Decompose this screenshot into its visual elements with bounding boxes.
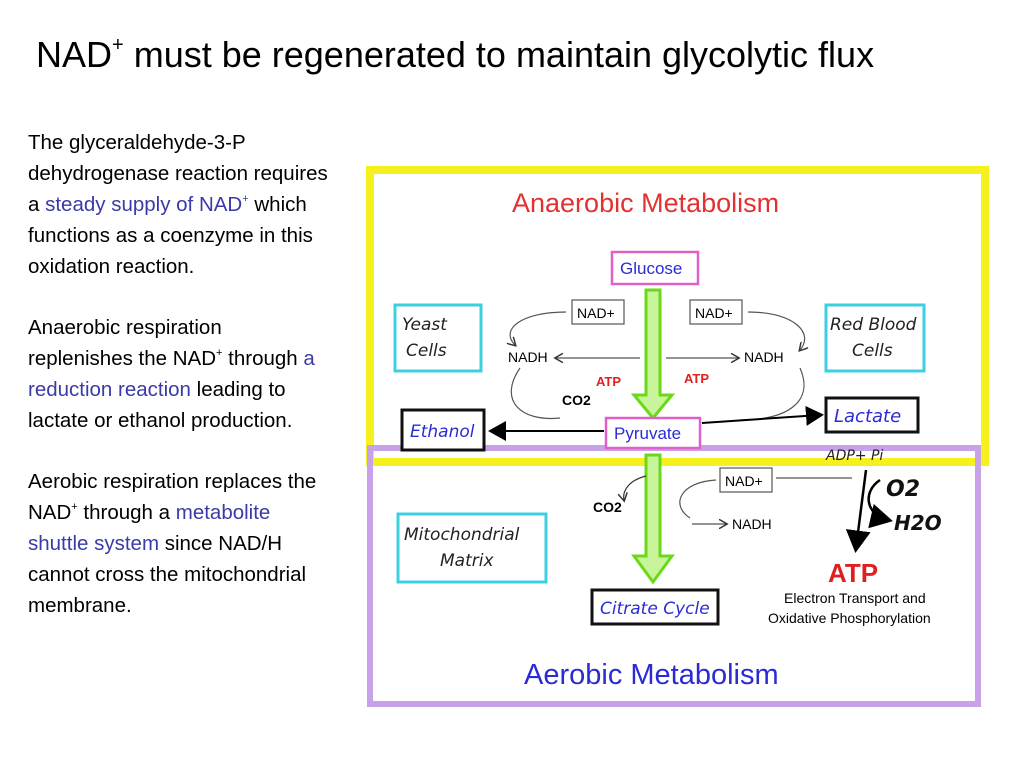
paragraph-aerobic: Aerobic respiration replaces the NAD+ th… — [28, 470, 317, 617]
rbc-line2: Cells — [852, 341, 893, 361]
anaerobic-region-border — [366, 166, 989, 466]
atp-right-label: ATP — [684, 371, 709, 386]
aerobic-title: Aerobic Metabolism — [524, 659, 779, 691]
atp-big-label: ATP — [828, 558, 878, 588]
yeast-cells-line1: Yeast — [402, 315, 448, 335]
rbc-line1: Red Blood — [830, 315, 917, 335]
right-cycle-arrow — [747, 311, 805, 350]
right-return-curve — [739, 367, 805, 421]
highlight-shuttle-system: metabolite shuttle system — [28, 501, 271, 555]
oxygen-reduction-arrow — [867, 478, 893, 529]
glycolysis-arrow — [630, 288, 676, 421]
mito-line2: Matrix — [440, 551, 494, 571]
co2-top-label: CO2 — [562, 392, 591, 408]
lactate-box — [824, 396, 920, 434]
atp-left-label: ATP — [596, 374, 621, 389]
nad-bottom-box — [719, 467, 773, 493]
glucose-label: Glucose — [620, 259, 682, 278]
nad-right-box — [689, 299, 743, 325]
highlight-reduction-reaction: a reduction reaction — [28, 347, 315, 401]
o2-label: O2 — [886, 477, 920, 502]
nadh-left-label: NADH — [508, 349, 548, 365]
mito-line1: Mitochondrial — [404, 525, 520, 545]
nad-bottom-label: NAD+ — [725, 473, 763, 489]
co2-bottom-arrow — [624, 475, 647, 500]
highlight-steady-supply: steady supply of NAD+ — [45, 193, 249, 216]
yeast-cells-line2: Cells — [406, 341, 447, 361]
nad-left-label: NAD+ — [577, 305, 615, 321]
co2-bottom-label: CO2 — [593, 499, 622, 515]
h2o-label: H2O — [894, 511, 942, 535]
nadh-right-label: NADH — [744, 349, 784, 365]
mitochondrial-matrix-box — [396, 512, 548, 584]
left-return-curve — [510, 367, 561, 420]
paragraph-gapdh: The glyceraldehyde-3-P dehydrogenase rea… — [28, 131, 328, 278]
slide-title: NAD+ must be regenerated to maintain gly… — [36, 34, 875, 75]
pyruvate-box — [604, 416, 702, 450]
citrate-cycle-box — [590, 588, 720, 626]
pyruvate-to-citrate-arrow — [631, 453, 675, 585]
pyruvate-to-lactate-arrow — [701, 405, 824, 426]
ethanol-label: Ethanol — [410, 422, 475, 442]
explanation-text: The glyceraldehyde-3-P dehydrogenase rea… — [28, 127, 328, 651]
paragraph-anaerobic: Anaerobic respiration replenishes the NA… — [28, 316, 315, 432]
title-superscript: + — [112, 34, 124, 56]
yeast-cells-box — [393, 303, 483, 373]
adp-pi-label: ADP+ Pi — [825, 448, 883, 464]
anaerobic-title: Anaerobic Metabolism — [512, 188, 779, 218]
atp-synthesis-arrow — [845, 469, 871, 553]
left-cycle-arrow — [510, 311, 567, 345]
red-blood-cells-box — [824, 303, 926, 373]
nad-right-label: NAD+ — [695, 305, 733, 321]
bottom-cycle-curve — [679, 479, 717, 519]
nad-left-box — [571, 299, 625, 325]
pyruvate-label: Pyruvate — [614, 424, 681, 443]
lactate-label: Lactate — [834, 406, 901, 427]
etc-line1: Electron Transport and — [784, 590, 926, 606]
etc-line2: Oxidative Phosphorylation — [768, 610, 931, 626]
citrate-cycle-label: Citrate Cycle — [600, 599, 710, 619]
ethanol-box — [400, 408, 486, 452]
nadh-bottom-label: NADH — [732, 516, 772, 532]
glucose-box — [610, 250, 700, 286]
